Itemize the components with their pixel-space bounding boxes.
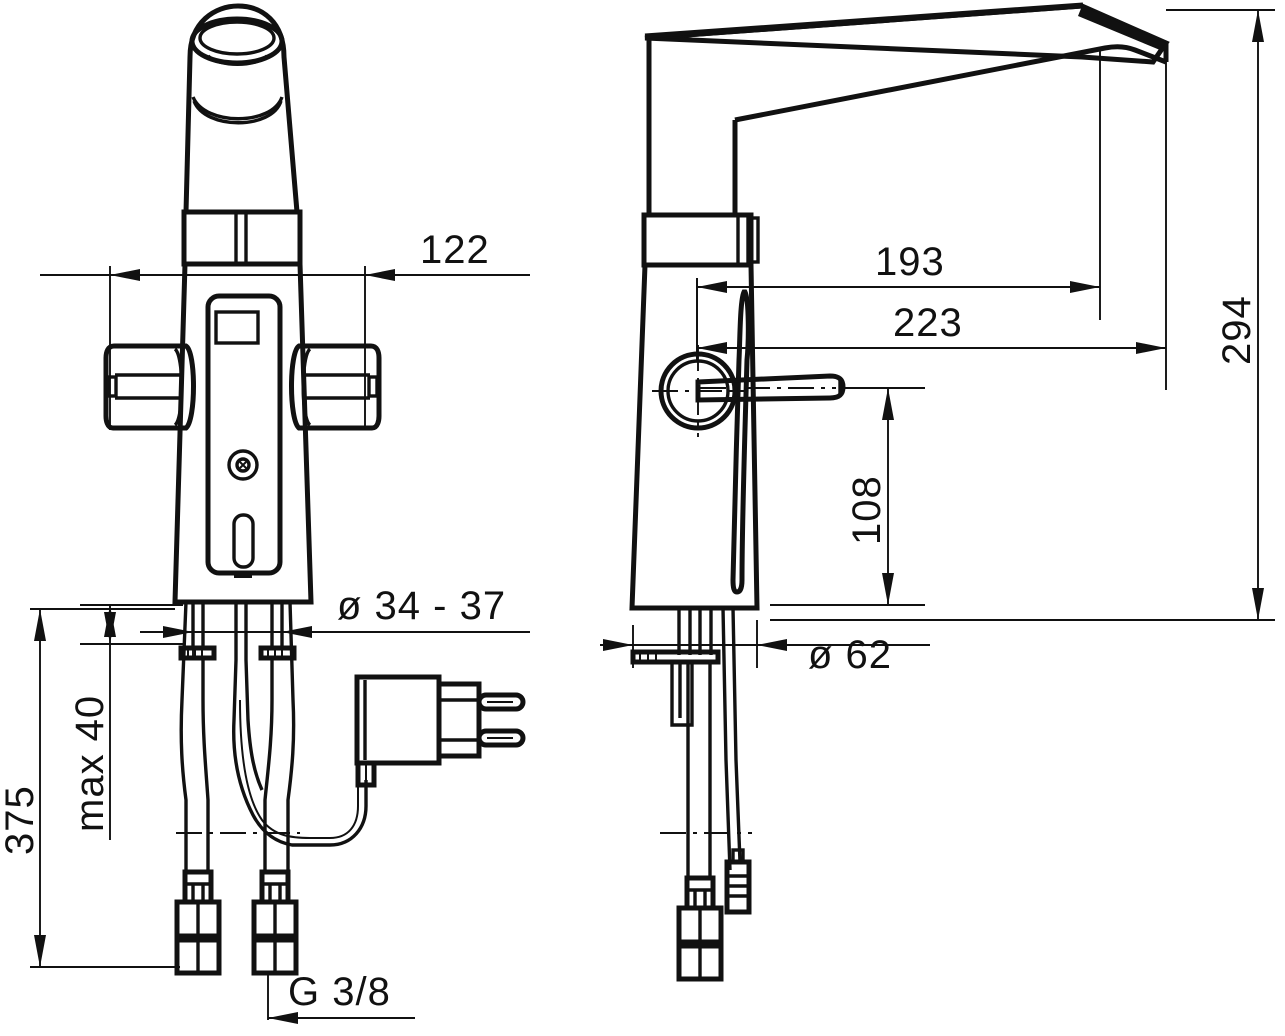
dimension-dia-34-37: ø 34 - 37	[140, 584, 530, 660]
collar-side	[641, 212, 760, 268]
lever-handle-side	[695, 373, 846, 403]
dim-max-40-label: max 40	[68, 695, 112, 832]
mounting-plate	[178, 602, 297, 661]
side-view	[629, 2, 1170, 982]
power-connector-side	[724, 848, 752, 915]
supply-hose-side	[686, 607, 742, 878]
power-cable	[231, 659, 368, 847]
hose-nut-right	[251, 869, 299, 976]
hose-nut-side	[676, 875, 724, 982]
dim-dia-62-label: ø 62	[808, 633, 892, 677]
sensor-strip	[730, 289, 751, 595]
dimension-223: 223	[696, 60, 1167, 390]
indicator-slot	[232, 513, 255, 569]
spout-outlet	[189, 16, 285, 66]
display-panel	[205, 293, 283, 578]
screw-detail	[227, 449, 259, 481]
dim-122-label: 122	[420, 228, 490, 272]
dimension-g-38: G 3/8	[267, 970, 415, 1024]
dimension-294: 294	[770, 9, 1275, 621]
dimension-193: 193	[696, 48, 1101, 360]
dimension-108: 108	[770, 387, 925, 606]
supply-hose-left	[179, 601, 210, 872]
body-front	[172, 261, 314, 605]
supply-hose-right	[263, 601, 296, 872]
dimension-dia-62: ø 62	[600, 620, 930, 677]
dim-g-38-label: G 3/8	[288, 970, 391, 1014]
body-side	[629, 262, 760, 611]
right-lever-handle	[289, 343, 382, 431]
mounting-plate-side	[630, 608, 721, 727]
sensor-window	[214, 310, 260, 345]
hose-nut-left	[174, 869, 222, 976]
power-adapter-plug	[354, 674, 526, 788]
dim-dia-34-37-label: ø 34 - 37	[337, 584, 506, 628]
spout-collar	[181, 209, 303, 267]
plug-pin-lower	[476, 728, 526, 748]
dim-375-label: 375	[0, 785, 42, 855]
spout-side	[644, 2, 1170, 215]
dimension-122: 122	[40, 228, 530, 430]
plug-pin-upper	[476, 692, 526, 712]
left-lever-handle	[103, 343, 196, 431]
dim-223-label: 223	[893, 301, 963, 345]
spout-head	[183, 3, 300, 215]
dim-108-label: 108	[845, 475, 889, 545]
dim-193-label: 193	[875, 240, 945, 284]
dimension-375: 375	[0, 608, 180, 968]
dim-294-label: 294	[1215, 295, 1259, 365]
front-view	[103, 3, 526, 976]
dimension-max-40: max 40	[68, 604, 183, 840]
